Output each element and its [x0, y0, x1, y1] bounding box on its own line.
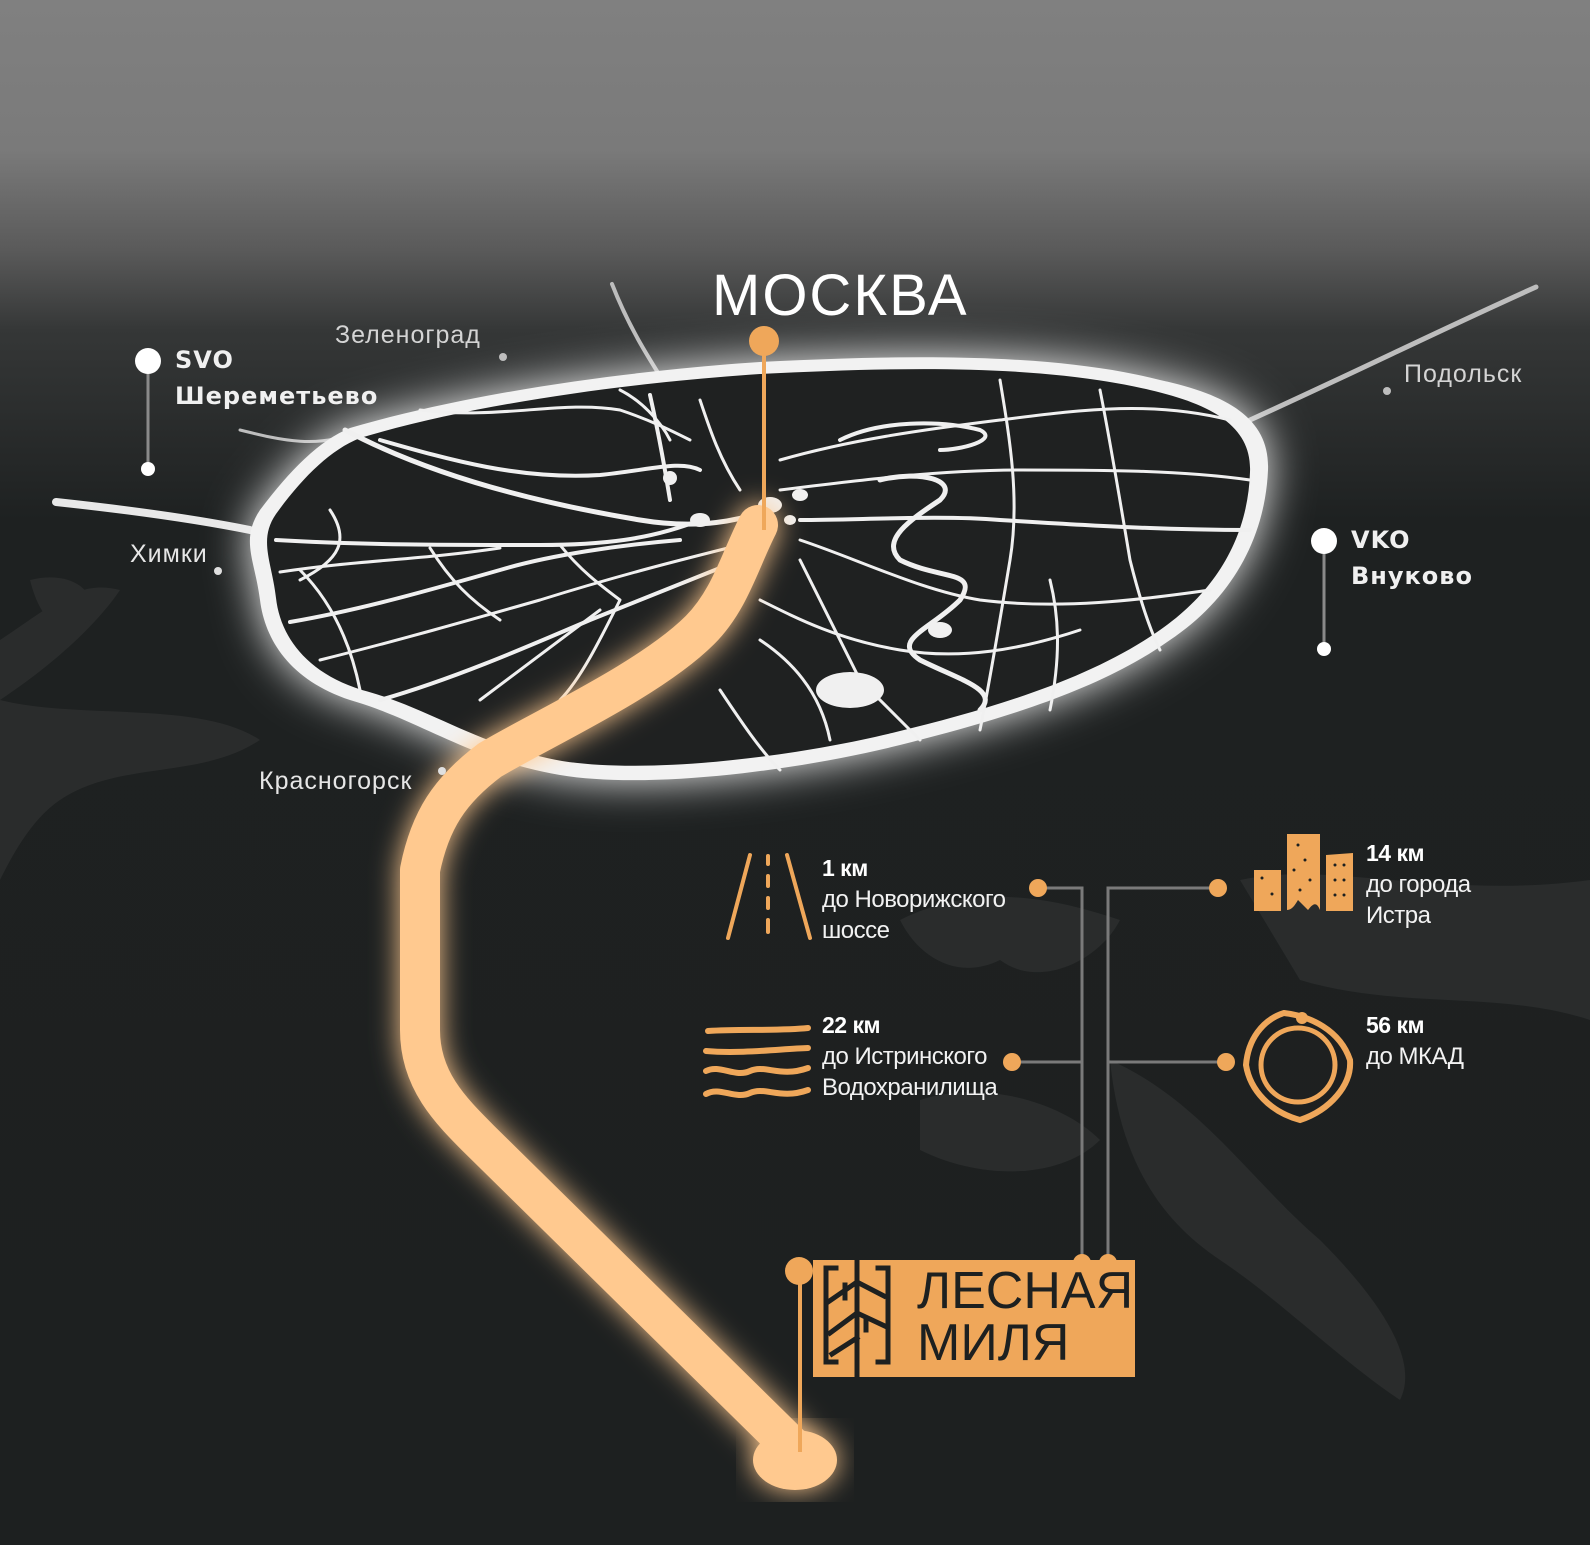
street-network [274, 378, 1252, 772]
destination-pin[interactable] [785, 1257, 813, 1285]
distance-desc-line1: до МКАД [1366, 1043, 1464, 1070]
city-label-zelenograd: Зеленоград [335, 321, 481, 349]
airport-code: VKO [1351, 526, 1411, 554]
distance-value: 1 км [822, 855, 868, 881]
city-label-krasnogorsk: Красногорск [259, 767, 413, 795]
city-buildings-icon [1254, 834, 1353, 911]
zelenograd-dot [499, 353, 507, 361]
distance-desc-line2: Истра [1366, 902, 1431, 929]
ring-road-icon [1242, 1009, 1354, 1124]
airport-svo[interactable]: SVO Шереметьево [175, 342, 378, 414]
moscow-pin[interactable] [749, 326, 779, 356]
city-label-khimki: Химки [130, 540, 208, 568]
krasnogorsk-dot [438, 767, 446, 775]
distance-reservoir: 22 км до Истринского Водохранилища [822, 1010, 998, 1103]
distance-istra-city: 14 км до города Истра [1366, 838, 1471, 931]
water-waves-icon [703, 1025, 811, 1098]
distance-desc-line1: до Истринского [822, 1043, 987, 1070]
route-end [753, 1430, 837, 1490]
destination-name: ЛЕСНАЯ МИЛЯ [917, 1265, 1133, 1369]
connector-lines [1012, 886, 1226, 1262]
distance-desc-line2: Водохранилища [822, 1074, 998, 1101]
route-path [400, 505, 810, 1465]
distance-desc-line1: до города [1366, 871, 1471, 898]
distance-mkad: 56 км до МКАД [1366, 1010, 1464, 1072]
road-icon [726, 853, 812, 940]
map-title: МОСКВА [712, 263, 969, 328]
vko-pin[interactable] [1311, 528, 1337, 554]
destination-name-line1: ЛЕСНАЯ [917, 1262, 1134, 1320]
khimki-dot [214, 567, 222, 575]
destination-name-line2: МИЛЯ [917, 1314, 1070, 1372]
distance-value: 14 км [1366, 840, 1424, 866]
distance-value: 56 км [1366, 1012, 1424, 1038]
distance-highway: 1 км до Новорижского шоссе [822, 853, 1006, 946]
airport-code: SVO [175, 346, 234, 374]
distance-value: 22 км [822, 1012, 881, 1038]
airport-name: Шереметьево [175, 382, 379, 410]
svo-pin-base [141, 462, 155, 476]
city-label-podolsk: Подольск [1404, 360, 1523, 388]
vko-pin-base [1317, 642, 1331, 656]
airport-name: Внуково [1351, 562, 1473, 590]
airport-vko[interactable]: VKO Внуково [1351, 522, 1473, 594]
distance-desc-line1: до Новорижского [822, 886, 1006, 913]
city-center [663, 471, 952, 708]
distance-desc-line2: шоссе [822, 917, 890, 944]
podolsk-dot [1383, 387, 1391, 395]
svo-pin[interactable] [135, 348, 161, 374]
